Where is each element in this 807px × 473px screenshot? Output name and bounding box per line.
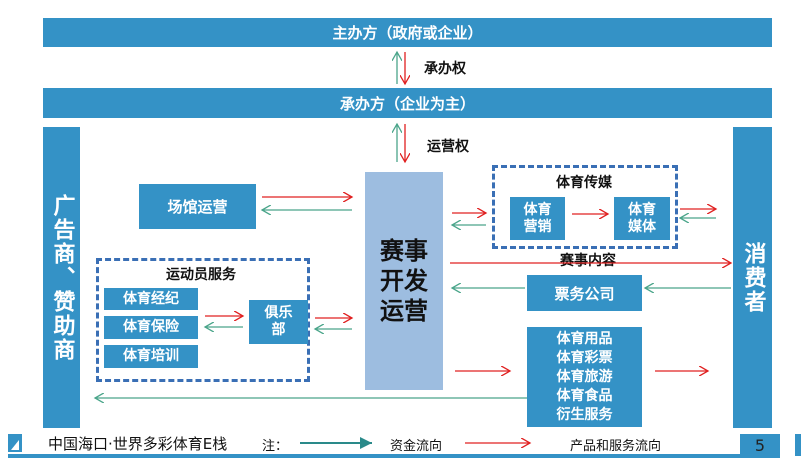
- sports-marketing: 体育营销: [510, 197, 565, 240]
- consumers: 消费者: [733, 127, 772, 428]
- club: 俱乐部: [249, 300, 308, 344]
- product-item: 体育用品: [556, 330, 613, 347]
- event-operation-box: 赛事开发运营: [365, 172, 443, 390]
- product-item: 衍生服务: [556, 406, 613, 423]
- sports-agency: 体育经纪: [104, 288, 198, 310]
- sports-training: 体育培训: [104, 345, 198, 368]
- sports-media-group: [492, 165, 678, 249]
- advertisers-sponsors: 广告商、赞助商: [43, 127, 80, 428]
- product-item: 体育旅游: [556, 368, 613, 385]
- product-item: 体育食品: [556, 387, 613, 404]
- host-right-label: 承办权: [424, 61, 466, 77]
- footer-line: [8, 454, 780, 458]
- sports-media: 体育媒体: [614, 197, 670, 240]
- legend-money-label: 资金流向: [390, 439, 443, 454]
- product-item: 体育彩票: [556, 349, 613, 366]
- host-bar: 承办方（企业为主）: [43, 88, 772, 118]
- page-number: 5: [740, 434, 780, 456]
- athlete-services-group: [96, 258, 310, 382]
- ticketing-company: 票务公司: [527, 275, 642, 311]
- venue-operation: 场馆运营: [139, 184, 256, 229]
- products-box: 体育用品 体育彩票 体育旅游 体育食品 衍生服务: [527, 327, 642, 427]
- organizer-bar: 主办方（政府或企业）: [43, 18, 772, 47]
- sports-media-title: 体育传媒: [556, 175, 612, 191]
- sports-insurance: 体育保险: [104, 316, 198, 339]
- operation-right-label: 运营权: [427, 139, 469, 155]
- footer-brand: 中国海口·世界多彩体育E栈: [48, 435, 228, 453]
- legend-goods-label: 产品和服务流向: [570, 439, 662, 454]
- athlete-services-title: 运动员服务: [166, 267, 236, 283]
- legend-note: 注：: [262, 439, 289, 454]
- event-content-label: 赛事内容: [560, 253, 616, 269]
